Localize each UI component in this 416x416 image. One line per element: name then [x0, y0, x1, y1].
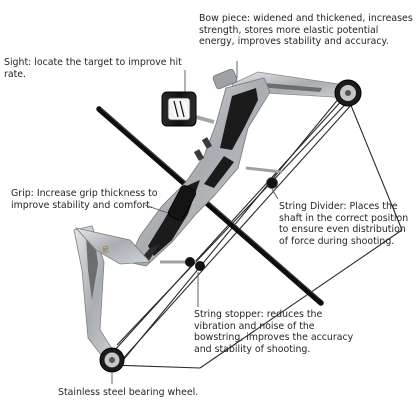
grip	[167, 185, 197, 221]
string-stopper-callout: String stopper: reduces the vibration an…	[194, 309, 354, 355]
string-divider	[266, 177, 278, 189]
bow-piece-callout: Bow piece: widened and thickened, increa…	[199, 13, 413, 48]
svg-text:尼: 尼	[102, 246, 109, 254]
grip-callout: Grip: Increase grip thickness to improve…	[11, 188, 158, 211]
callout-leader-lines	[111, 61, 279, 384]
upper-bearing-wheel	[334, 79, 362, 107]
sight	[161, 91, 215, 127]
sight-callout: Sight: locate the target to improve hit …	[4, 57, 182, 80]
string-stopper	[160, 257, 205, 271]
bearing-wheel-callout: Stainless steel bearing wheel.	[58, 387, 199, 398]
string-divider-callout: String Divider: Places the shaft in the …	[279, 201, 409, 247]
bowstring-cables	[109, 85, 403, 369]
lower-limb: 尼	[73, 225, 151, 365]
arrow-shaft	[96, 106, 324, 306]
lower-bearing-wheel	[99, 347, 125, 373]
